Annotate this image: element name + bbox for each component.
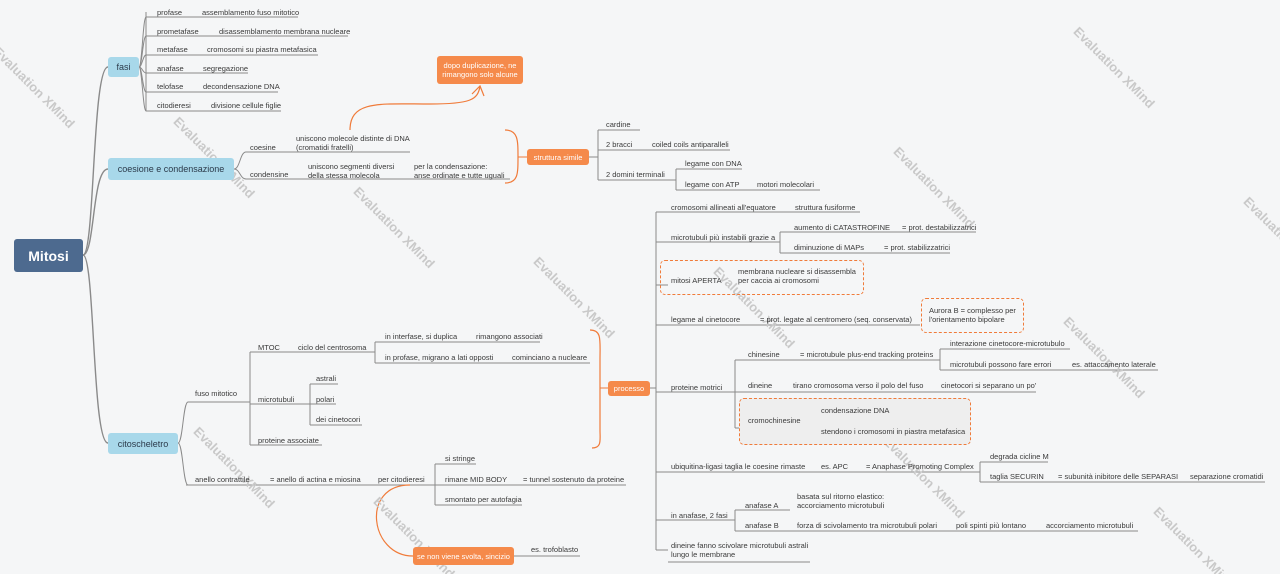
proteine-motrici[interactable]: proteine motrici <box>671 383 723 392</box>
dineine-scivolare[interactable]: dineine fanno scivolare microtubuli astr… <box>671 541 809 559</box>
condensine-label[interactable]: condensine <box>250 170 289 179</box>
es-apc[interactable]: es. APC <box>821 462 849 471</box>
cinetocori-separano[interactable]: cinetocori si separano un po' <box>941 381 1037 390</box>
astrali[interactable]: astrali <box>316 374 337 383</box>
dineine-desc[interactable]: tirano cromosoma verso il polo del fuso <box>793 381 924 390</box>
centromero[interactable]: = prot. legate al centromero (seq. conse… <box>760 315 912 324</box>
ubiquitina-ligasi[interactable]: ubiquitina-ligasi taglia le coesine rima… <box>671 462 806 471</box>
cromochinesine[interactable]: cromochinesine <box>748 416 801 425</box>
destabilizzatrici[interactable]: = prot. destabilizzatrici <box>902 223 977 232</box>
fase-desc[interactable]: divisione cellule figlie <box>211 101 282 110</box>
fase-desc[interactable]: segregazione <box>203 64 249 73</box>
anafase-a-desc[interactable]: basata sul ritorno elastico: accorciamen… <box>797 492 885 510</box>
dei-cinetocori[interactable]: dei cinetocori <box>316 415 361 424</box>
anafase-a[interactable]: anafase A <box>745 501 779 510</box>
fase-name[interactable]: telofase <box>157 82 184 91</box>
anello-desc[interactable]: = anello di actina e miosina <box>270 475 361 484</box>
note-duplicazione[interactable]: dopo duplicazione, ne rimangono solo alc… <box>437 56 523 84</box>
anafase-b[interactable]: anafase B <box>745 521 779 530</box>
domini-terminali[interactable]: 2 domini terminali <box>606 170 665 179</box>
mitosi-aperta[interactable]: mitosi APERTA <box>671 276 722 285</box>
trofoblasto[interactable]: es. trofoblasto <box>531 545 579 554</box>
separazione-cromatidi[interactable]: separazione cromatidi <box>1190 472 1264 481</box>
membrana-nucleare[interactable]: membrana nucleare si disassembla per cac… <box>738 267 856 285</box>
catastrofine[interactable]: aumento di CATASTROFINE <box>794 223 890 232</box>
legame-cinetocore[interactable]: legame al cinetocore <box>671 315 741 324</box>
fase-name[interactable]: citodieresi <box>157 101 191 110</box>
ciclo-centrosoma[interactable]: ciclo del centrosoma <box>298 343 367 352</box>
fase-name[interactable]: prometafase <box>157 27 199 36</box>
accorciamento[interactable]: accorciamento microtubuli <box>1046 521 1134 530</box>
microtubuli-instabili[interactable]: microtubuli più instabili grazie a <box>671 233 776 242</box>
mitosi-aperta-box <box>660 260 864 295</box>
fase-desc[interactable]: cromosomi su piastra metafasica <box>207 45 317 54</box>
apc-desc[interactable]: = Anaphase Promoting Complex <box>866 462 974 471</box>
dineine[interactable]: dineine <box>748 381 773 390</box>
attaccamento-laterale[interactable]: es. attaccamento laterale <box>1072 360 1156 369</box>
motori-molecolari[interactable]: motori molecolari <box>757 180 815 189</box>
mid-body[interactable]: rimane MID BODY <box>445 475 508 484</box>
struttura-fusiforme[interactable]: struttura fusiforme <box>795 203 856 212</box>
cromochinesine-box <box>739 398 971 445</box>
fase-name[interactable]: profase <box>157 8 183 17</box>
per-citodieresi[interactable]: per citodieresi <box>378 475 425 484</box>
condensazione-dna[interactable]: condensazione DNA <box>821 406 890 415</box>
aurora-box <box>921 298 1024 333</box>
degrada-cicline[interactable]: degrada cicline M <box>990 452 1049 461</box>
mtoc[interactable]: MTOC <box>258 343 280 352</box>
root-topic[interactable]: Mitosi <box>14 239 83 272</box>
stabilizzatrici[interactable]: = prot. stabilizzatrici <box>884 243 951 252</box>
proteine-associate[interactable]: proteine associate <box>258 436 319 445</box>
smontato-autofagia[interactable]: smontato per autofagia <box>445 495 522 504</box>
struttura-simile[interactable]: struttura simile <box>527 149 589 165</box>
fase-name[interactable]: metafase <box>157 45 188 54</box>
chinesine[interactable]: chinesine <box>748 350 780 359</box>
cominciano-nucleare[interactable]: cominciano a nucleare <box>512 353 588 362</box>
anafase-b-desc[interactable]: forza di scivolamento tra microtubuli po… <box>797 521 938 530</box>
aurora-b[interactable]: Aurora B = complesso per l'orientamento … <box>929 306 1016 324</box>
anello-contrattile[interactable]: anello contrattile <box>195 475 250 484</box>
fase-desc[interactable]: decondensazione DNA <box>203 82 280 91</box>
chinesine-desc[interactable]: = microtubule plus-end tracking proteins <box>800 350 934 359</box>
anafase-2-fasi[interactable]: in anafase, 2 fasi <box>671 511 728 520</box>
sincizio[interactable]: se non viene svolta, sincizio <box>413 547 514 565</box>
possono-errori[interactable]: microtubuli possono fare errori <box>950 360 1052 369</box>
condensine-desc[interactable]: uniscono segmenti diversi della stessa m… <box>308 162 395 180</box>
interazione[interactable]: interazione cinetocore-microtubulo <box>950 339 1065 348</box>
bracci[interactable]: 2 bracci <box>606 140 633 149</box>
taglia-securin[interactable]: taglia SECURIN <box>990 472 1044 481</box>
bracci-desc[interactable]: coiled coils antiparalleli <box>652 140 729 149</box>
legame-dna[interactable]: legame con DNA <box>685 159 742 168</box>
cromosomi-allineati[interactable]: cromosomi allineati all'equatore <box>671 203 776 212</box>
cardine[interactable]: cardine <box>606 120 631 129</box>
fase-name[interactable]: anafase <box>157 64 184 73</box>
legame-atp[interactable]: legame con ATP <box>685 180 740 189</box>
coesine-label[interactable]: coesine <box>250 143 276 152</box>
topic-fasi[interactable]: fasi <box>108 57 139 77</box>
condensine-note[interactable]: per la condensazione: anse ordinate e tu… <box>414 162 505 180</box>
topic-coesione[interactable]: coesione e condensazione <box>108 158 234 180</box>
fase-desc[interactable]: assemblamento fuso mitotico <box>202 8 300 17</box>
coesine-desc[interactable]: uniscono molecole distinte di DNA (croma… <box>296 134 410 152</box>
microtubuli[interactable]: microtubuli <box>258 395 295 404</box>
stendono-cromosomi[interactable]: stendono i cromosomi in piastra metafasi… <box>821 427 966 436</box>
poli-spinti[interactable]: poli spinti più lontano <box>956 521 1027 530</box>
securin-desc[interactable]: = subunità inibitore delle SEPARASI <box>1058 472 1179 481</box>
rimangono-associati[interactable]: rimangono associati <box>476 332 543 341</box>
in-profase[interactable]: in profase, migrano a lati opposti <box>385 353 494 362</box>
processo[interactable]: processo <box>608 381 650 396</box>
tunnel[interactable]: = tunnel sostenuto da proteine <box>523 475 625 484</box>
in-interfase[interactable]: in interfase, si duplica <box>385 332 458 341</box>
si-stringe[interactable]: si stringe <box>445 454 476 463</box>
polari[interactable]: polari <box>316 395 335 404</box>
maps[interactable]: diminuzione di MAPs <box>794 243 865 252</box>
fuso-mitotico[interactable]: fuso mitotico <box>195 389 238 398</box>
fase-desc[interactable]: disassemblamento membrana nucleare <box>219 27 351 36</box>
topic-citoscheletro[interactable]: citoscheletro <box>108 433 178 454</box>
